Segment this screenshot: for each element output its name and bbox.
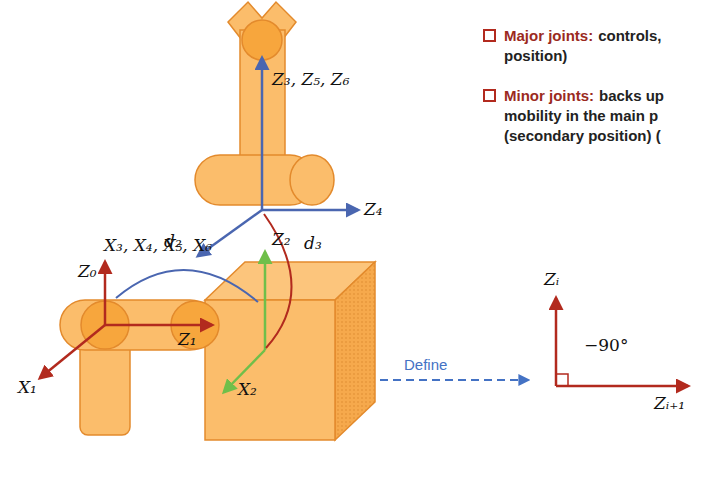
z0-axis bbox=[104, 262, 107, 325]
z2-axis bbox=[264, 252, 267, 350]
axis-label: Z₄ bbox=[364, 200, 383, 220]
axis-label: Zᵢ bbox=[544, 270, 559, 290]
bullet-text: position) bbox=[504, 47, 567, 64]
bullet bbox=[484, 90, 495, 101]
axis-label: Z₂ bbox=[272, 230, 291, 250]
bullet bbox=[484, 30, 495, 41]
d3-dimension bbox=[264, 214, 292, 348]
axis-label: X₃, X₄, X₅, X₆ bbox=[104, 236, 212, 256]
axis-label: Zᵢ₊₁ bbox=[654, 394, 685, 414]
axis-label: X₂ bbox=[238, 380, 257, 400]
bullet-heading: Major joints: bbox=[504, 27, 593, 44]
axis-label: Z₀ bbox=[78, 262, 97, 282]
axis-label: Z₃, Z₅, Z₆ bbox=[272, 70, 350, 90]
z1-axis bbox=[105, 324, 212, 327]
robot-body bbox=[60, 2, 375, 440]
x1-axis bbox=[40, 325, 105, 378]
define-arrow bbox=[380, 379, 528, 381]
bullet-heading: Minor joints: bbox=[504, 87, 594, 104]
bullet-text: mobility in the main p bbox=[504, 107, 658, 124]
zi1-axis bbox=[556, 385, 688, 388]
zi-axis bbox=[555, 298, 558, 386]
bullet-text: (secondary position) ( bbox=[504, 127, 661, 144]
right-angle-mark bbox=[556, 374, 568, 386]
z3-axis bbox=[261, 58, 264, 210]
define-label: Define bbox=[404, 356, 447, 373]
axis-label: X₁ bbox=[18, 378, 37, 398]
angle-label: −90° bbox=[584, 336, 628, 356]
dimension-label: d₃ bbox=[304, 234, 322, 254]
bullet-text: backs up bbox=[599, 87, 664, 104]
z4-axis bbox=[262, 209, 358, 212]
axis-label: Z₁ bbox=[178, 330, 197, 350]
bullet-text: controls, bbox=[598, 27, 661, 44]
dimension-label: d₂ bbox=[164, 232, 182, 252]
d2-dimension bbox=[116, 270, 258, 302]
